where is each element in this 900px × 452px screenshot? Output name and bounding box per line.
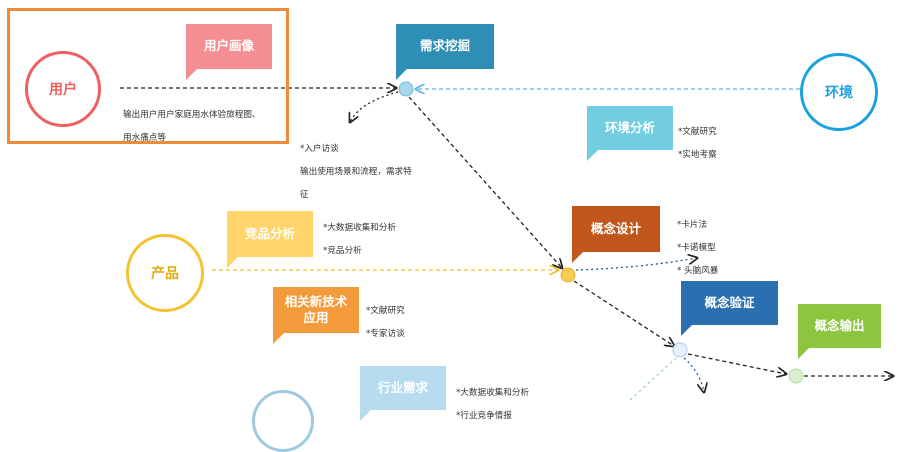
demand-box: 需求挖掘 [396,24,494,80]
competitor-line-1: *大数据收集和分析 [323,222,397,233]
user-output-line-1: 输出用户用户家庭用水体验旅程图、 [123,109,261,120]
verify-node [672,342,688,358]
competitor-line-2: *竞品分析 [323,245,362,256]
design-to-verify-line [573,280,674,346]
interview-line-2: 输出使用场景和流程，需求特 [300,166,412,177]
verify-to-output-line [687,353,786,374]
user-frame [7,8,289,144]
concept-verify-box: 概念验证 [681,281,778,336]
user-output-note: 输出用户用户家庭用水体验旅程图、 用水痛点等 [123,98,261,156]
environment-circle: 环境 [800,53,878,131]
industry-line-2: *行业竞争情报 [456,410,512,421]
industry-to-verify-line [629,357,677,400]
newtech-note: *文献研究 *专家访谈 [366,294,405,352]
product-circle: 产品 [126,234,204,312]
output-node [788,368,804,384]
env-line-1: *文献研究 [678,126,717,137]
interview-line-1: *入户访谈 [300,143,339,154]
interview-line-3: 征 [300,189,309,200]
interview-note: *入户访谈 输出使用场景和流程，需求特 征 [300,132,412,213]
concept-design-box: 概念设计 [572,206,660,263]
demand-to-design-line [408,96,562,268]
demand-node [398,81,414,97]
industry-note: *大数据收集和分析 *行业竞争情报 [456,376,529,434]
competitor-box: 竞品分析 [227,211,313,268]
concept-design-line-3: * 头脑风暴 [677,265,719,276]
concept-design-note: *卡片法 *卡诺模型 * 头脑风暴 [677,208,718,289]
industry-circle [252,390,314,452]
industry-line-1: *大数据收集和分析 [456,387,530,398]
concept-design-line-1: *卡片法 [677,219,708,230]
industry-box: 行业需求 [360,366,446,421]
persona-box: 用户画像 [186,24,272,80]
newtech-box: 相关新技术 应用 [273,287,359,344]
verify-branch-curve [683,357,704,392]
env-line-2: *实地考察 [678,149,717,160]
flow-connectors [120,81,900,400]
concept-output-box: 概念输出 [798,304,881,359]
user-output-line-2: 用水痛点等 [123,132,166,143]
user-circle: 用户 [25,51,101,127]
design-node [560,267,576,283]
newtech-line-2: *专家访谈 [366,328,405,339]
env-analysis-box: 环境分析 [587,106,673,161]
competitor-note: *大数据收集和分析 *竞品分析 [323,211,396,269]
demand-to-interview-curve [350,91,399,122]
newtech-line-1: *文献研究 [366,305,405,316]
concept-design-line-2: *卡诺模型 [677,242,716,253]
env-note: *文献研究 *实地考察 [678,115,717,173]
